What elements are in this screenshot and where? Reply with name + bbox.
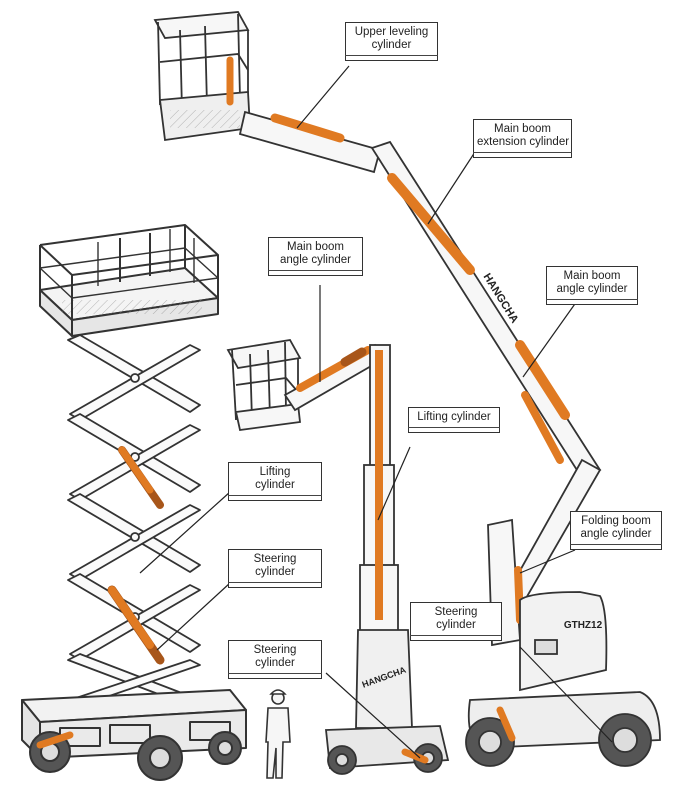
scissor-wheels [29, 731, 242, 781]
label-lifting-cylinder-scissor: Lifting cylinder [228, 462, 322, 501]
boom-main-angle-cylinder [515, 340, 570, 420]
boom-lift: HANGCHA GTHZ12 [153, 11, 661, 767]
boom-model: GTHZ12 [564, 620, 603, 631]
person-figure [265, 689, 291, 779]
boom-steering-cylinder [496, 706, 516, 742]
scissor-platform [39, 224, 219, 337]
scissor-chassis [21, 689, 247, 759]
label-steering-cylinder-mast: Steering cylinder [228, 640, 322, 679]
scissor-lower-cylinder [107, 585, 165, 665]
mast-lift: HANGCHA [226, 339, 450, 775]
mast-steering-cylinder [401, 748, 429, 764]
label-steering-cylinder-scissor: Steering cylinder [228, 549, 322, 588]
mast-jib [283, 343, 387, 412]
scissor-steering-cylinder [36, 731, 74, 749]
label-steering-cylinder-boom: Steering cylinder [410, 602, 502, 641]
boom-jib [238, 110, 382, 174]
mast-basket [226, 339, 302, 432]
scissor-arms [67, 334, 201, 707]
scissor-lifting-cylinder [118, 446, 164, 509]
label-main-boom-angle-cylinder-mid: Main boom angle cylinder [268, 237, 363, 276]
leader-lines [139, 65, 613, 759]
boom-main-extension-cylinder [387, 173, 475, 275]
label-main-boom-extension-cylinder: Main boom extension cylinder [473, 119, 572, 158]
boom-turret [519, 591, 608, 692]
label-folding-boom-angle-cylinder: Folding boom angle cylinder [570, 511, 662, 550]
scissor-lift [21, 224, 247, 781]
boom-basket [153, 11, 251, 142]
label-upper-leveling-cylinder: Upper leveling cylinder [345, 22, 438, 61]
boom-upper-leveling-cylinder [270, 113, 345, 143]
label-main-boom-angle-cylinder-right: Main boom angle cylinder [546, 266, 638, 305]
label-lifting-cylinder-mast: Lifting cylinder [408, 407, 500, 433]
